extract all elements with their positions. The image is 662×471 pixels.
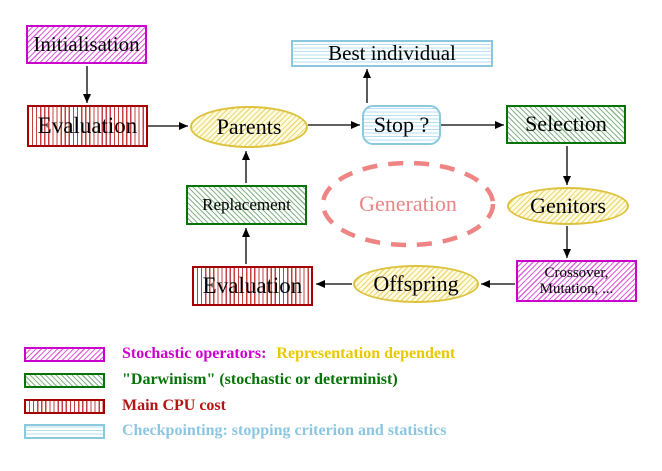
legend-row-cpu-cost: Main CPU cost <box>24 396 226 416</box>
node-label-line2: Mutation, ... <box>539 281 614 297</box>
node-label: Genitors <box>530 192 606 218</box>
generation-label: Generation <box>323 163 493 245</box>
legend-swatch-green-hatch <box>24 372 105 388</box>
node-evaluation-bottom: Evaluation <box>192 266 313 306</box>
legend-label: Checkpointing: stopping criterion and st… <box>122 422 447 439</box>
node-label: Replacement <box>202 194 291 214</box>
legend-row-checkpointing: Checkpointing: stopping criterion and st… <box>24 421 446 441</box>
node-genitors: Genitors <box>507 187 629 225</box>
node-label: Best individual <box>328 40 456 65</box>
node-label: Evaluation <box>37 113 138 139</box>
node-best-individual: Best individual <box>291 40 493 67</box>
legend-label: "Darwinism" (stochastic or determinist) <box>122 371 398 388</box>
legend-text-representation: Representation dependent <box>276 345 456 362</box>
legend-row-stochastic-operators: Stochastic operators: Representation depe… <box>24 344 455 364</box>
legend-swatch-red-stripes <box>24 398 105 414</box>
node-replacement: Replacement <box>186 185 307 225</box>
legend-label: Stochastic operators: Representation depe… <box>122 344 455 364</box>
node-selection: Selection <box>506 105 626 144</box>
node-label: Initialisation <box>33 31 140 56</box>
legend-label: Main CPU cost <box>122 397 226 414</box>
node-label: Stop ? <box>373 111 430 137</box>
node-label: Offspring <box>373 270 459 296</box>
node-label-line1: Crossover, <box>544 264 609 281</box>
generation-dashed-ellipse <box>320 160 496 248</box>
node-label: Generation <box>359 191 457 216</box>
legend-row-darwinism: "Darwinism" (stochastic or determinist) <box>24 370 398 390</box>
node-label: Evaluation <box>202 273 303 299</box>
node-evaluation-top: Evaluation <box>27 105 148 147</box>
legend-swatch-magenta-hatch <box>24 346 105 362</box>
node-parents: Parents <box>190 106 308 148</box>
legend-swatch-cyan-stripes <box>24 423 105 439</box>
node-label: Parents <box>216 113 282 139</box>
node-crossover-mutation: Crossover, Mutation, ... <box>516 260 637 302</box>
node-stop: Stop ? <box>362 105 441 145</box>
node-initialisation: Initialisation <box>26 25 147 64</box>
node-offspring: Offspring <box>353 265 479 303</box>
legend-text-stochastic: Stochastic operators: <box>122 345 267 362</box>
node-label: Selection <box>525 111 607 137</box>
